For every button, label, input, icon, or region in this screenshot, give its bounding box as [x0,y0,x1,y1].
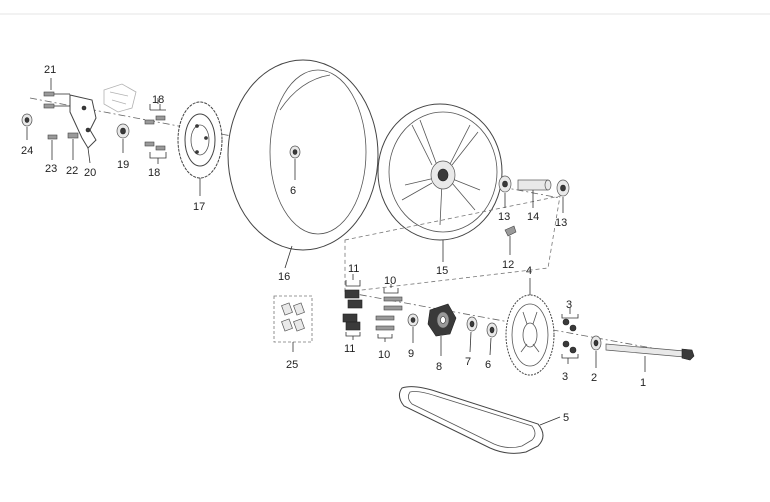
label-13a: 13 [498,211,510,223]
nuts-part-3 [561,308,579,364]
label-24: 24 [21,145,33,157]
brake-disc-part-17 [177,101,223,196]
collar-part-9 [407,313,419,343]
label-13b: 13 [555,217,567,229]
bolt-part-23 [47,134,58,160]
bolt-part-22 [67,132,79,160]
label-18-bottom: 18 [148,167,160,179]
label-6b: 6 [485,359,491,371]
label-18-top: 18 [152,94,164,106]
label-9: 9 [408,348,414,360]
spacer-part-14 [517,179,552,208]
nut-part-24 [21,113,33,140]
label-11-top: 11 [348,263,359,275]
label-21: 21 [44,64,56,76]
label-20: 20 [84,167,96,179]
spacer-part-19 [116,123,130,153]
label-22: 22 [66,165,78,177]
bearing-part-13a [498,175,512,208]
label-16: 16 [278,271,290,283]
label-1: 1 [640,377,646,389]
caliper-ghost [103,83,137,113]
sprocket-carrier-part-8 [427,303,457,356]
label-10-bottom: 10 [378,349,390,361]
studs-part-10 [375,284,403,342]
washer-part-2 [590,335,602,368]
bearing-part-13b [556,179,570,213]
bearing-part-7 [466,316,478,353]
damper-kit-part-25 [273,295,313,352]
disc-bolts-part-18 [144,98,167,164]
label-19: 19 [117,159,129,171]
axle-part-1 [605,343,695,372]
dampers-part-11 [342,274,363,340]
label-23: 23 [45,163,57,175]
bearing-part-6a [289,145,301,180]
label-25: 25 [286,359,298,371]
label-4: 4 [526,265,532,277]
label-14: 14 [527,211,539,223]
bolts-part-21 [43,78,70,109]
seal-part-6b [486,322,498,356]
label-3-top: 3 [566,299,572,311]
label-3-bottom: 3 [562,371,568,383]
belt-part-5 [398,386,561,454]
label-11-bottom: 11 [344,343,355,355]
label-6a: 6 [290,185,296,197]
label-2: 2 [591,372,597,384]
valve-part-12 [504,225,517,255]
label-5: 5 [563,412,569,424]
label-15: 15 [436,265,448,277]
label-17: 17 [193,201,205,213]
label-10-top: 10 [384,275,396,287]
tire-part-16 [227,59,379,269]
bracket-part-20 [69,94,97,164]
label-8: 8 [436,361,442,373]
rim-part-15 [377,103,503,262]
assembly-outline [344,195,561,293]
label-12: 12 [502,259,514,271]
sprocket-part-4 [505,278,555,376]
label-7: 7 [465,356,471,368]
